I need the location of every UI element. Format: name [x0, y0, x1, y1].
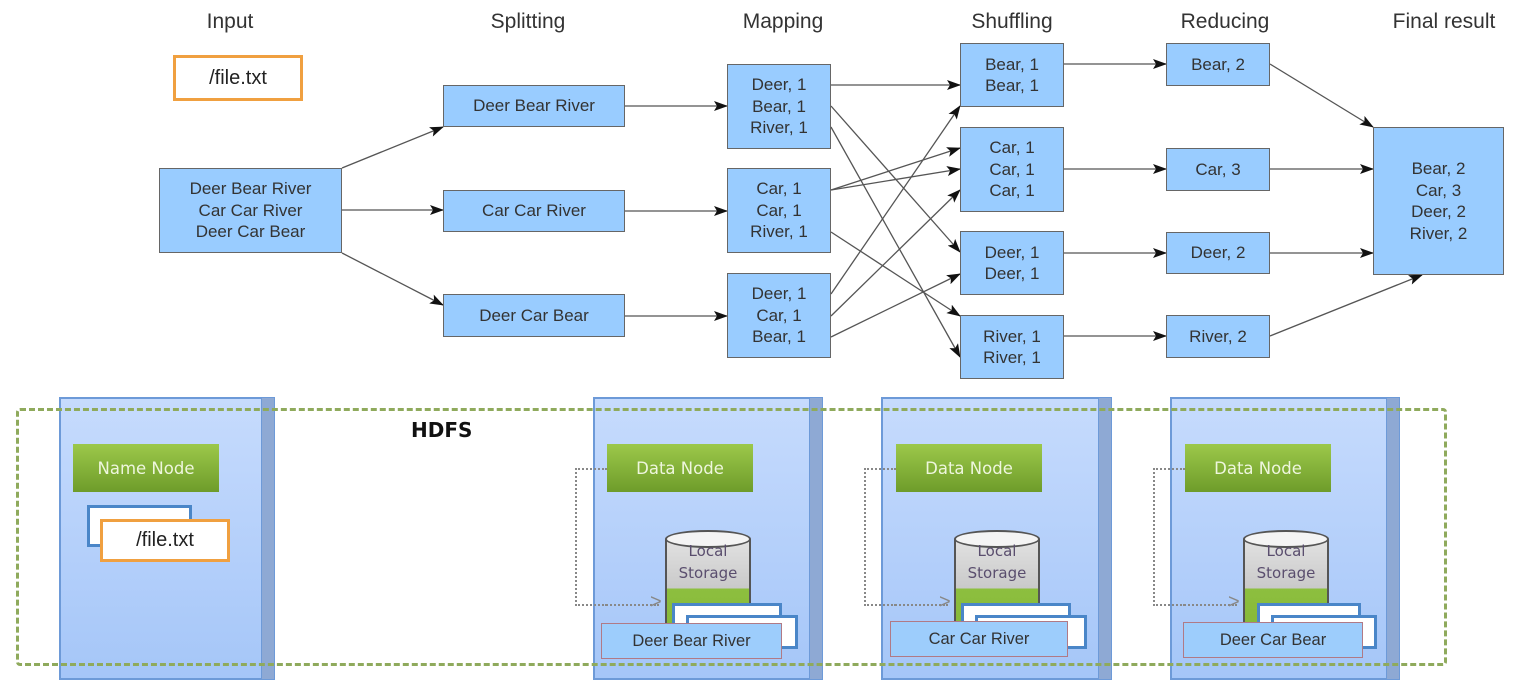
map-box: Deer, 1 Car, 1 Bear, 1: [727, 273, 831, 358]
kv-pair: River, 1: [983, 326, 1041, 346]
kv-pair: Deer, 1: [984, 242, 1040, 262]
kv-pair: Deer, 1: [751, 75, 807, 95]
storage-label: Storage: [967, 564, 1027, 582]
kv-pair: Car, 1: [989, 138, 1035, 158]
chevron-right-icon: >: [1228, 591, 1240, 613]
kv-pair: Car, 1: [756, 305, 802, 325]
data-block: Deer Car Bear: [1183, 622, 1363, 658]
dotted-connector: [864, 604, 948, 606]
input-line: Deer Bear River: [189, 179, 312, 199]
server-side-panel: [261, 397, 275, 680]
dotted-connector: [1153, 468, 1185, 606]
storage-label: Storage: [678, 564, 738, 582]
kv-pair: Car, 3: [1415, 180, 1462, 200]
server-side-panel: [1098, 397, 1112, 680]
shuffle-box: Car, 1 Car, 1 Car, 1: [960, 127, 1064, 212]
reduce-box: Deer, 2: [1166, 232, 1270, 274]
kv-pair: Deer, 1: [984, 264, 1040, 283]
kv-pair: Bear, 1: [752, 327, 806, 347]
hdfs-label: HDFS: [411, 418, 473, 442]
map-box: Car, 1 Car, 1 River, 1: [727, 168, 831, 253]
kv-pair: Car, 1: [989, 159, 1035, 179]
kv-pair: River, 2: [1409, 223, 1468, 243]
kv-pair: Deer, 1: [751, 284, 807, 304]
stage-title-input: Input: [206, 10, 254, 33]
kv-pair: Bear, 1: [985, 76, 1039, 95]
server-side-panel: [1386, 397, 1400, 680]
dotted-connector: [1153, 604, 1237, 606]
data-node-label: Data Node: [607, 444, 753, 492]
data-node-label: Data Node: [1185, 444, 1331, 492]
input-box: Deer Bear River Car Car River Deer Car B…: [159, 168, 342, 253]
dotted-connector: [575, 604, 659, 606]
dotted-connector: [575, 468, 607, 606]
split-box: Deer Bear River: [443, 85, 625, 127]
map-box: Deer, 1 Bear, 1 River, 1: [727, 64, 831, 149]
flow-arrow: [830, 147, 961, 191]
stage-title-shuffling: Shuffling: [971, 10, 1053, 33]
kv-pair: Deer, 2: [1411, 202, 1466, 221]
data-block: Car Car River: [890, 621, 1068, 657]
reduce-box: Bear, 2: [1166, 43, 1270, 86]
kv-pair: Car, 1: [756, 200, 802, 220]
flow-arrow: [830, 273, 961, 338]
stage-title-reducing: Reducing: [1180, 10, 1270, 33]
flow-arrow: [1269, 63, 1374, 128]
input-file-box: /file.txt: [173, 55, 303, 101]
kv-pair: Bear, 1: [985, 54, 1039, 74]
stage-title-splitting: Splitting: [490, 10, 566, 33]
shuffle-box: Bear, 1 Bear, 1: [960, 43, 1064, 107]
data-node-label: Data Node: [896, 444, 1042, 492]
flow-arrow: [830, 166, 961, 191]
input-line: Deer Car Bear: [195, 222, 306, 242]
kv-pair: River, 1: [983, 348, 1041, 367]
reduce-box: River, 2: [1166, 315, 1270, 358]
flow-arrow: [1269, 274, 1423, 337]
storage-label: Local: [1266, 542, 1306, 560]
stage-title-mapping: Mapping: [742, 10, 824, 33]
kv-pair: River, 1: [750, 118, 808, 138]
storage-label: Storage: [1256, 564, 1316, 582]
flow-arrow: [341, 252, 444, 306]
kv-pair: Bear, 2: [1411, 159, 1466, 178]
storage-label: Local: [977, 542, 1017, 560]
chevron-right-icon: >: [939, 591, 951, 613]
split-box: Deer Car Bear: [443, 294, 625, 337]
shuffle-box: Deer, 1 Deer, 1: [960, 231, 1064, 295]
shuffle-box: River, 1 River, 1: [960, 315, 1064, 379]
flow-arrow: [830, 126, 961, 358]
reduce-box: Car, 3: [1166, 148, 1270, 191]
flow-arrow: [830, 105, 961, 295]
kv-pair: Bear, 1: [752, 96, 806, 116]
flow-arrow: [341, 126, 444, 169]
server-side-panel: [809, 397, 823, 680]
stage-title-final-result: Final result: [1392, 10, 1496, 33]
name-node-file: /file.txt: [100, 519, 230, 562]
data-block: Deer Bear River: [601, 623, 782, 659]
flow-arrow: [830, 231, 961, 317]
name-node-label: Name Node: [73, 444, 219, 492]
chevron-right-icon: >: [650, 591, 662, 613]
kv-pair: River, 1: [750, 222, 808, 242]
split-box: Car Car River: [443, 190, 625, 232]
kv-pair: Car, 1: [756, 179, 802, 199]
flow-arrow: [830, 189, 961, 317]
kv-pair: Car, 1: [989, 181, 1035, 201]
input-line: Car Car River: [198, 200, 303, 220]
storage-label: Local: [688, 542, 728, 560]
hdfs-boundary: [16, 408, 1447, 666]
final-result-box: Bear, 2 Car, 3 Deer, 2 River, 2: [1373, 127, 1504, 275]
dotted-connector: [864, 468, 896, 606]
